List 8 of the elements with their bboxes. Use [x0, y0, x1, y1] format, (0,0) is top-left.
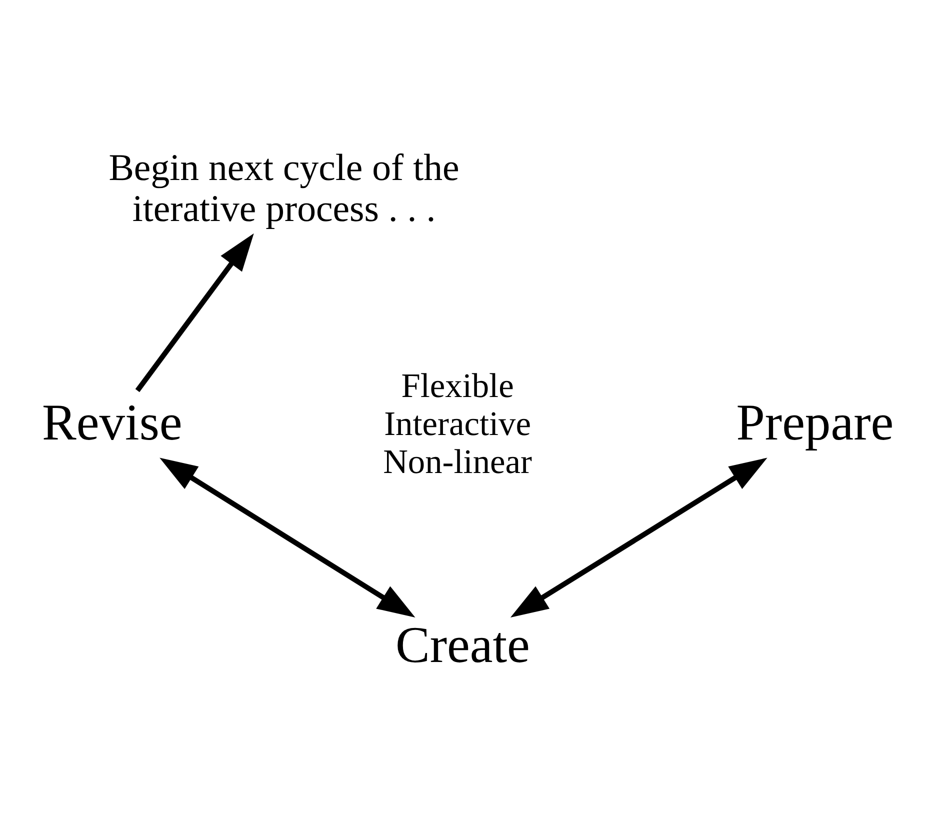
node-text: Create — [395, 616, 530, 674]
arrow — [510, 457, 768, 618]
node-text: Prepare — [736, 394, 894, 451]
arrow — [135, 232, 254, 392]
node-text: Revise — [42, 394, 182, 451]
node-text: Begin next cycle of the iterative process . . . — [108, 146, 460, 230]
arrow — [160, 457, 416, 618]
label: Flexible Interactive Non-linear — [383, 366, 532, 480]
